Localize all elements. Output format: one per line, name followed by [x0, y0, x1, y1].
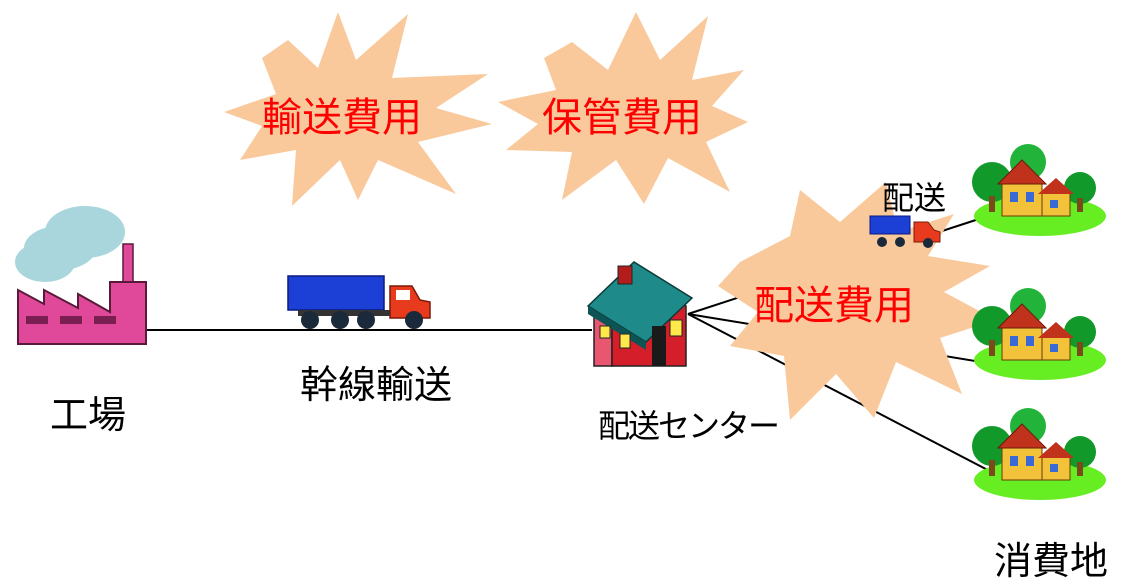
transport-cost-burst — [224, 12, 492, 206]
truck-icon — [287, 275, 431, 329]
delivery-cost-label: 配送費用 — [754, 283, 914, 329]
storage-cost-label: 保管費用 — [542, 95, 702, 141]
village-icon — [972, 288, 1106, 380]
factory-label: 工場 — [50, 393, 127, 437]
factory-icon — [15, 206, 147, 345]
small-truck-icon — [869, 215, 941, 248]
village-icon — [972, 408, 1106, 500]
transport-cost-label: 輸送費用 — [262, 95, 422, 141]
delivery-label: 配送 — [882, 179, 947, 217]
consumption-label: 消費地 — [994, 539, 1109, 583]
trunk-transport-label: 幹線輸送 — [300, 363, 453, 407]
village-icon — [972, 144, 1106, 236]
distribution-center-label: 配送センター — [598, 407, 780, 445]
house-icon — [586, 261, 694, 367]
storage-cost-burst — [498, 12, 748, 204]
